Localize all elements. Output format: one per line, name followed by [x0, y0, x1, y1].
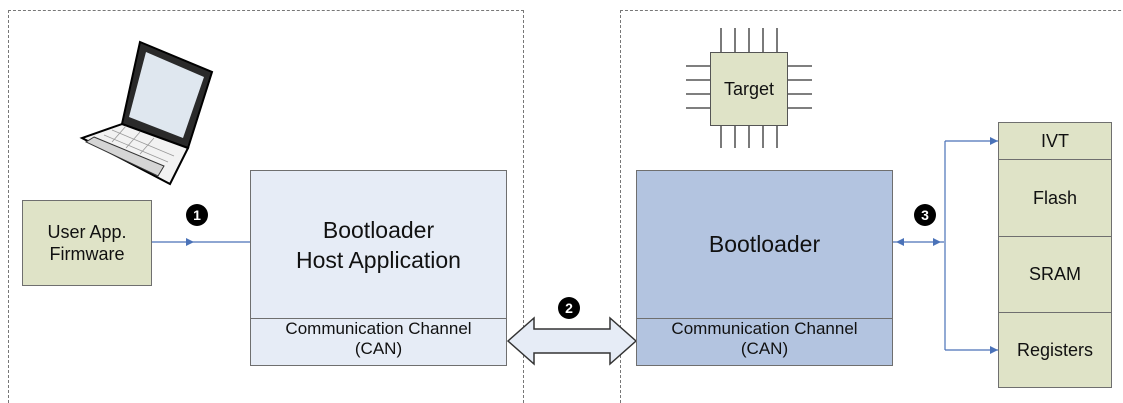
- host-panel: [8, 10, 524, 403]
- target-channel-line1: Communication Channel: [671, 319, 858, 338]
- memory-sram: SRAM: [998, 236, 1112, 313]
- user-app-line2: Firmware: [49, 244, 125, 264]
- host-application-box: Bootloader Host Application: [250, 170, 507, 319]
- memory-registers-label: Registers: [1016, 339, 1094, 360]
- memory-registers: Registers: [998, 312, 1112, 388]
- host-channel-box: Communication Channel (CAN): [250, 318, 507, 366]
- chip-icon: [686, 28, 812, 148]
- target-channel-line2: (CAN): [740, 339, 789, 358]
- host-channel-line1: Communication Channel: [285, 319, 472, 338]
- memory-ivt-label: IVT: [1040, 130, 1069, 151]
- target-chip: Target: [710, 52, 788, 126]
- target-panel: [620, 10, 1123, 403]
- laptop-icon: [79, 40, 214, 186]
- memory-sram-label: SRAM: [1028, 264, 1081, 284]
- step-badge-2: 2: [558, 297, 580, 319]
- user-app-line1: User App.: [47, 222, 127, 242]
- arrow-head-user: [186, 238, 194, 246]
- host-app-line1: Bootloader: [322, 216, 435, 243]
- target-bootloader-box: Bootloader: [636, 170, 893, 319]
- user-app-firmware-box: User App. Firmware: [22, 200, 152, 286]
- step-badge-3: 3: [914, 204, 936, 226]
- step-badge-1: 1: [186, 204, 208, 226]
- host-app-line2: Host Application: [296, 246, 461, 273]
- target-bootloader-label: Bootloader: [708, 231, 821, 257]
- memory-ivt: IVT: [998, 122, 1112, 160]
- memory-flash: Flash: [998, 159, 1112, 237]
- memory-flash-label: Flash: [1032, 187, 1077, 208]
- target-channel-box: Communication Channel (CAN): [636, 318, 893, 366]
- host-channel-line2: (CAN): [354, 339, 403, 358]
- target-chip-label: Target: [723, 78, 775, 99]
- double-arrow-icon: [506, 316, 638, 366]
